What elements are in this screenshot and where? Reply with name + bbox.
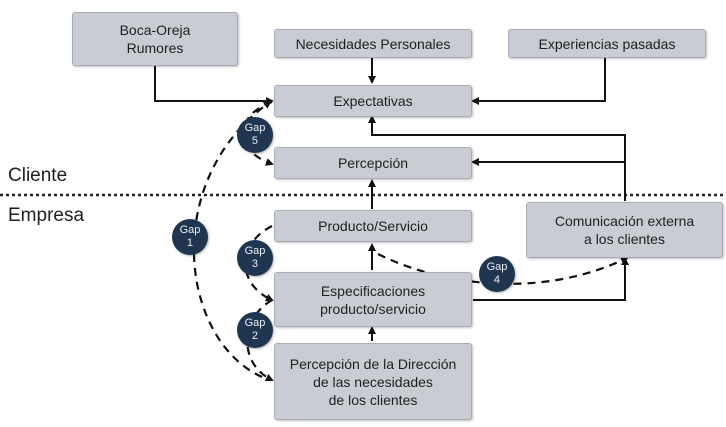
gap2-badge: Gap 2: [237, 312, 273, 348]
arrow-comunicacion-to-expectativas: [368, 115, 626, 201]
box-percepcion-direccion: Percepción de la Dirección de las necesi…: [274, 343, 472, 420]
client-zone-label: Cliente: [8, 165, 68, 186]
arrow-experiencias-to-expectativas: [471, 58, 606, 105]
box-comunicacion-externa: Comunicación externa a los clientes: [526, 202, 723, 258]
box-necesidades-personales: Necesidades Personales: [274, 29, 472, 58]
box-producto-servicio: Producto/Servicio: [274, 210, 472, 242]
arrow-boca-oreja-to-expectativas: [154, 66, 274, 105]
gap4-badge: Gap 4: [479, 256, 515, 292]
company-zone-label: Empresa: [8, 205, 85, 226]
box-especificaciones: Especificaciones producto/servicio: [274, 272, 472, 327]
gap1-dashed-arc: [192, 100, 272, 379]
gap1-badge: Gap 1: [172, 219, 208, 255]
gap3-badge: Gap 3: [237, 240, 273, 276]
gap2-dashed-arc: [246, 299, 274, 382]
box-boca-oreja: Boca-Oreja Rumores: [72, 12, 238, 66]
arrow-especificaciones-to-comunicacion: [473, 257, 629, 301]
box-experiencias-pasadas: Experiencias pasadas: [508, 29, 706, 58]
box-percepcion: Percepción: [274, 147, 472, 179]
box-expectativas: Expectativas: [274, 85, 472, 117]
gap5-badge: Gap 5: [237, 117, 273, 153]
